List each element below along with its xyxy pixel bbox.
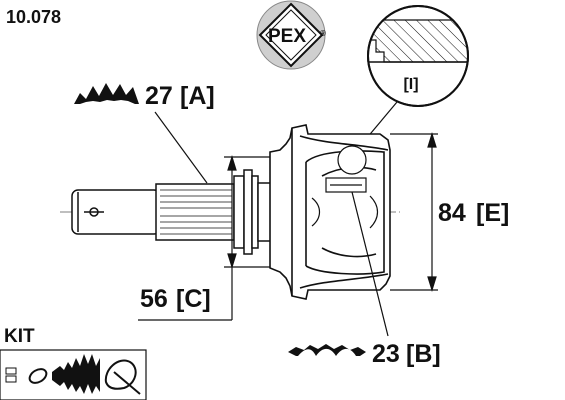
- stub-shaft: [71, 183, 235, 241]
- band-icon: [104, 359, 141, 395]
- brand-logo: PEX ®: [256, 0, 326, 70]
- spline-teeth-icon: [288, 344, 366, 356]
- detail-view: [I]: [339, 5, 469, 171]
- boot-icon: [52, 354, 100, 394]
- detail-reference-label: [I]: [403, 76, 418, 93]
- dimension-e-tag: [E]: [476, 199, 509, 227]
- dimension-b-tag: [B]: [406, 340, 441, 368]
- part-number: 10.078: [6, 7, 61, 27]
- spline-area: [160, 189, 232, 235]
- inner-cage: [311, 145, 379, 229]
- kit-label: KIT: [4, 326, 35, 347]
- ring-icon: [28, 368, 48, 384]
- dimension-a-tag: [A]: [180, 82, 215, 110]
- kit-box: [0, 349, 147, 400]
- dimension-c-value: 56: [140, 285, 168, 313]
- dimension-e: [390, 131, 438, 293]
- registered-mark: ®: [320, 29, 326, 38]
- brand-name: PEX: [268, 26, 306, 47]
- clamp-icon: [5, 367, 17, 383]
- joint-neck: [233, 169, 273, 255]
- dimension-c: [138, 154, 270, 321]
- dimension-a-value: 27: [145, 82, 173, 110]
- dimension-b-value: 23: [372, 340, 400, 368]
- spline-teeth-icon: [74, 83, 139, 104]
- dimension-e-value: 84: [438, 199, 466, 227]
- dimension-c-tag: [C]: [176, 285, 211, 313]
